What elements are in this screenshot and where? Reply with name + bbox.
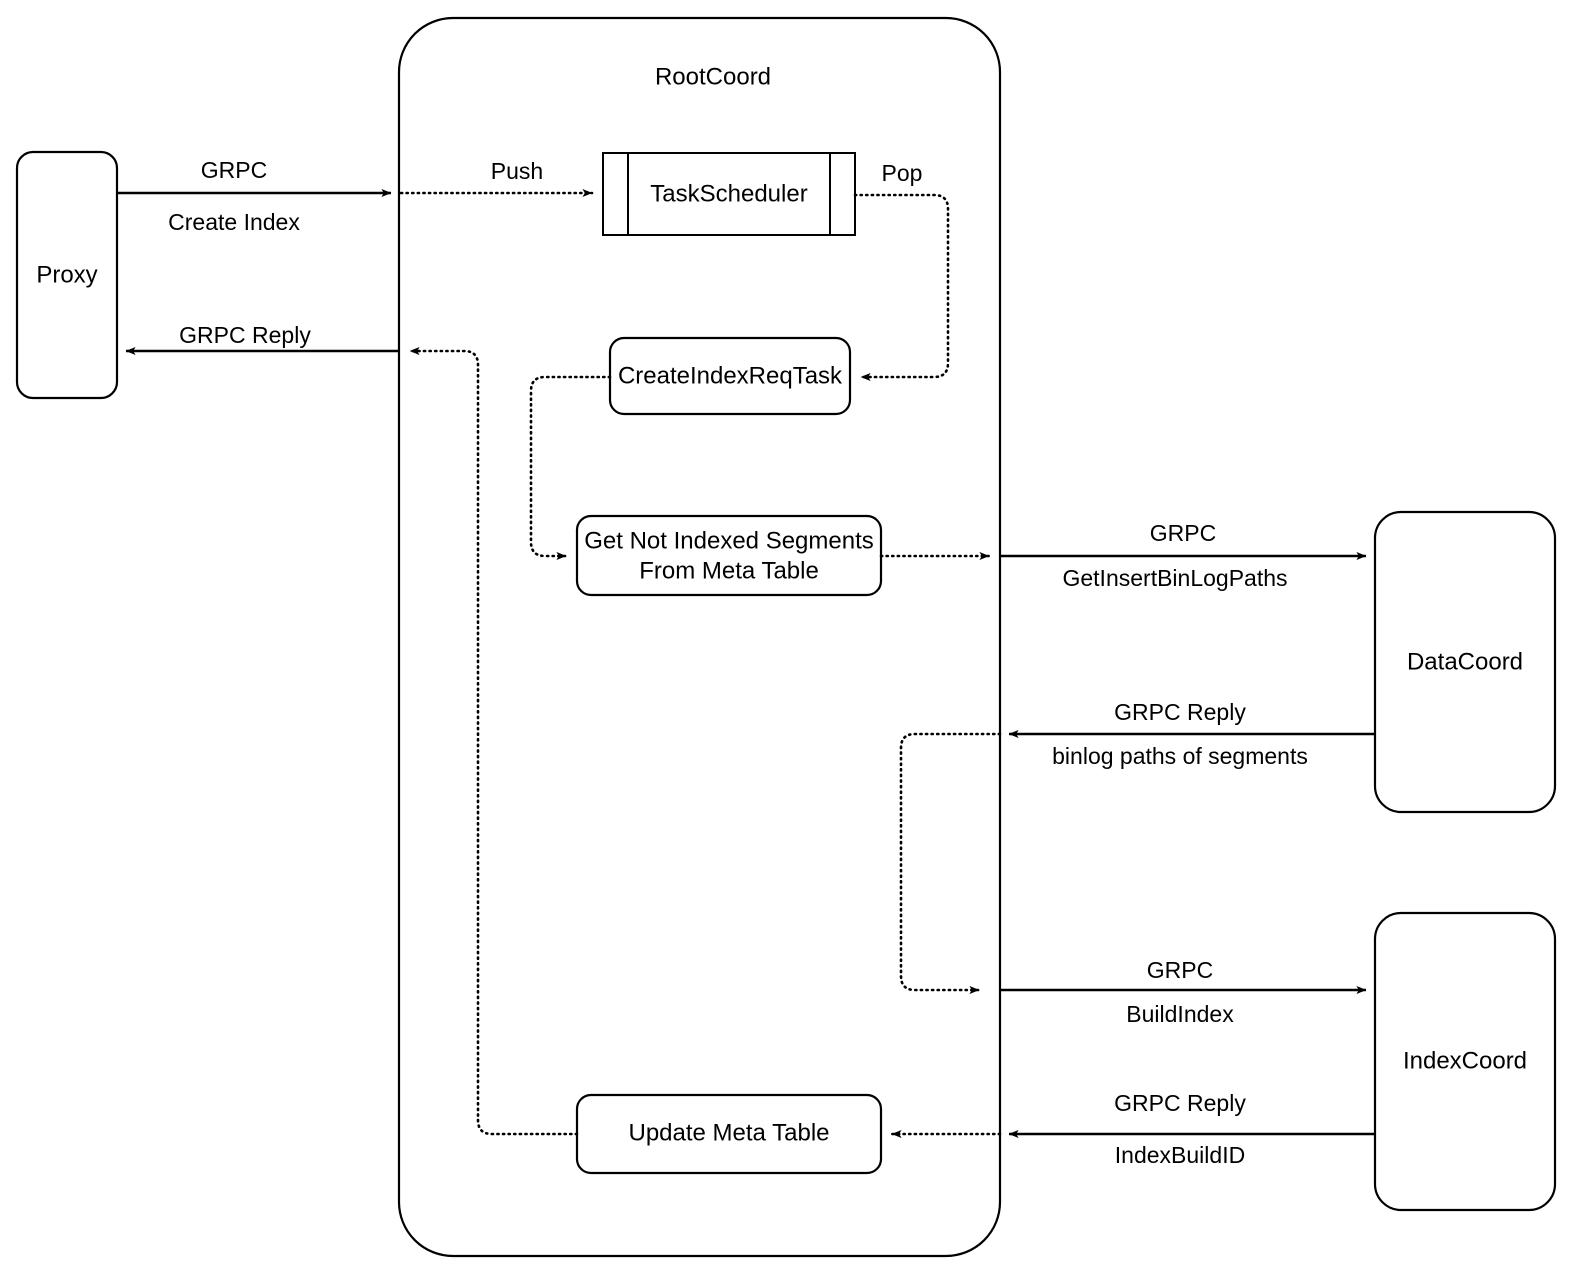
edge-proxy-to-rootcoord-label-1: GRPC <box>201 157 267 183</box>
edge-task-to-getsegments <box>529 375 612 560</box>
edge-binlog-to-buildindex <box>899 732 1002 994</box>
edge-push-to-scheduler: Push <box>399 158 594 197</box>
edge-getsegments-to-datacoord-label-2: GetInsertBinLogPaths <box>1062 565 1287 591</box>
container-rootcoord: RootCoord <box>397 16 1002 1258</box>
edge-datacoord-to-rootcoord: GRPC Reply binlog paths of segments <box>1008 699 1375 769</box>
edge-getsegments-to-datacoord-label-1: GRPC <box>1150 520 1216 546</box>
edge-rootcoord-to-indexcoord: GRPC BuildIndex <box>1000 957 1367 1027</box>
edge-pop-label: Pop <box>882 160 923 186</box>
task-scheduler-label: TaskScheduler <box>650 180 807 207</box>
node-create-index-req-task[interactable]: CreateIndexReqTask <box>608 336 852 416</box>
node-indexcoord[interactable]: IndexCoord <box>1373 911 1557 1212</box>
create-index-req-task-label: CreateIndexReqTask <box>618 362 843 389</box>
edge-proxy-to-rootcoord: GRPC Create Index <box>117 157 392 235</box>
edge-datacoord-to-rootcoord-label-1: GRPC Reply <box>1114 699 1246 725</box>
get-not-indexed-segments-label-line1: Get Not Indexed Segments <box>584 527 874 554</box>
update-meta-table-label: Update Meta Table <box>628 1119 829 1146</box>
edge-binlog-to-buildindex-line <box>899 732 1002 994</box>
indexcoord-box[interactable] <box>1373 911 1557 1212</box>
datacoord-label: DataCoord <box>1407 648 1523 675</box>
proxy-label: Proxy <box>36 261 97 288</box>
get-not-indexed-segments-label-line2: From Meta Table <box>639 557 819 584</box>
edge-indexcoord-to-rootcoord-label-1: GRPC Reply <box>1114 1090 1246 1116</box>
edge-updatemeta-to-reply <box>408 347 579 1136</box>
node-get-not-indexed-segments[interactable]: Get Not Indexed Segments From Meta Table <box>575 514 883 597</box>
edge-datacoord-to-rootcoord-label-2: binlog paths of segments <box>1052 743 1308 769</box>
edge-task-to-getsegments-line <box>529 375 612 560</box>
node-proxy[interactable]: Proxy <box>15 150 119 400</box>
proxy-box[interactable] <box>15 150 119 400</box>
edge-rootcoord-to-indexcoord-label-1: GRPC <box>1147 957 1213 983</box>
edge-proxy-to-rootcoord-label-2: Create Index <box>168 209 300 235</box>
edge-pop-line <box>853 193 950 381</box>
edge-pop-from-scheduler: Pop <box>853 160 950 381</box>
edge-rootcoord-to-proxy-label-1: GRPC Reply <box>179 322 311 348</box>
edge-rootcoord-to-proxy: GRPC Reply <box>125 322 399 355</box>
node-task-scheduler[interactable]: TaskScheduler <box>602 152 856 236</box>
edge-indexcoord-to-rootcoord: GRPC Reply IndexBuildID <box>1008 1090 1375 1168</box>
node-datacoord[interactable]: DataCoord <box>1373 510 1557 814</box>
edge-push-label: Push <box>491 158 543 184</box>
node-update-meta-table[interactable]: Update Meta Table <box>575 1093 883 1175</box>
indexcoord-label: IndexCoord <box>1403 1047 1527 1074</box>
rootcoord-title: RootCoord <box>655 63 771 90</box>
rootcoord-container-outline <box>397 16 1002 1258</box>
edge-updatemeta-to-reply-line <box>408 347 579 1136</box>
edge-getsegments-to-datacoord: GRPC GetInsertBinLogPaths <box>1000 520 1367 591</box>
datacoord-box[interactable] <box>1373 510 1557 814</box>
edge-indexcoord-to-rootcoord-label-2: IndexBuildID <box>1115 1142 1245 1168</box>
edge-rootcoord-to-indexcoord-label-2: BuildIndex <box>1126 1001 1234 1027</box>
